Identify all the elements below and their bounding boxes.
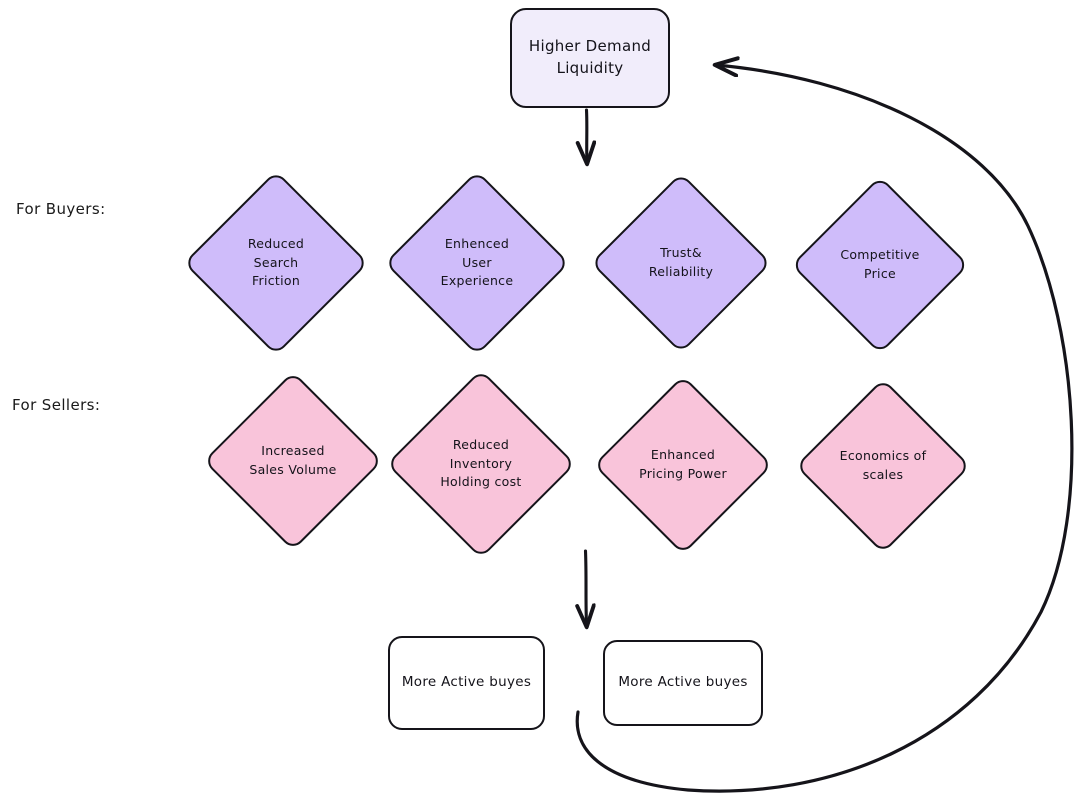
arrow-sellers-to-outcomes [586,549,587,626]
diamond-label: Enhanced Pricing Power [639,447,727,481]
diamond-label: Reduced Search Friction [247,235,305,289]
node-more-active-buyes-right[interactable]: More Active buyes [603,640,763,726]
diamond-enhenced-user-experience[interactable]: Enhenced User Experience [384,170,570,356]
diamond-increased-sales-volume[interactable]: Increased Sales Volume [203,371,383,551]
diamond-trust-and-reliability[interactable]: Trust& Reliability [590,172,772,354]
node-more-active-buyes-left-label: More Active buyes [401,674,532,691]
diamond-label: Reduced Inventory Holding cost [440,436,522,490]
diamond-reduced-inventory-holding-cost[interactable]: Reduced Inventory Holding cost [386,369,576,559]
diamond-competitive-price[interactable]: Competitive Price [790,175,970,355]
diamond-label: Economics of scales [839,448,927,482]
diamond-label: Increased Sales Volume [249,443,337,477]
node-more-active-buyes-left[interactable]: More Active buyes [388,636,545,730]
arrow-top-to-buyers [587,108,588,163]
diamond-enhanced-pricing-power[interactable]: Enhanced Pricing Power [593,375,773,555]
diamond-label: Trust& Reliability [648,245,714,279]
node-higher-demand-liquidity-label: Higher Demand Liquidity [528,37,652,77]
diamond-label: Competitive Price [840,247,920,281]
diamond-label: Enhenced User Experience [440,235,514,289]
diamond-reduced-search-friction[interactable]: Reduced Search Friction [183,170,369,356]
node-more-active-buyes-right-label: More Active buyes [618,674,748,691]
row-label-for-sellers: For Sellers: [12,396,101,414]
diamond-economics-of-scales[interactable]: Economics of scales [795,378,971,554]
row-label-for-buyers: For Buyers: [16,200,106,218]
node-higher-demand-liquidity[interactable]: Higher Demand Liquidity [510,8,670,108]
